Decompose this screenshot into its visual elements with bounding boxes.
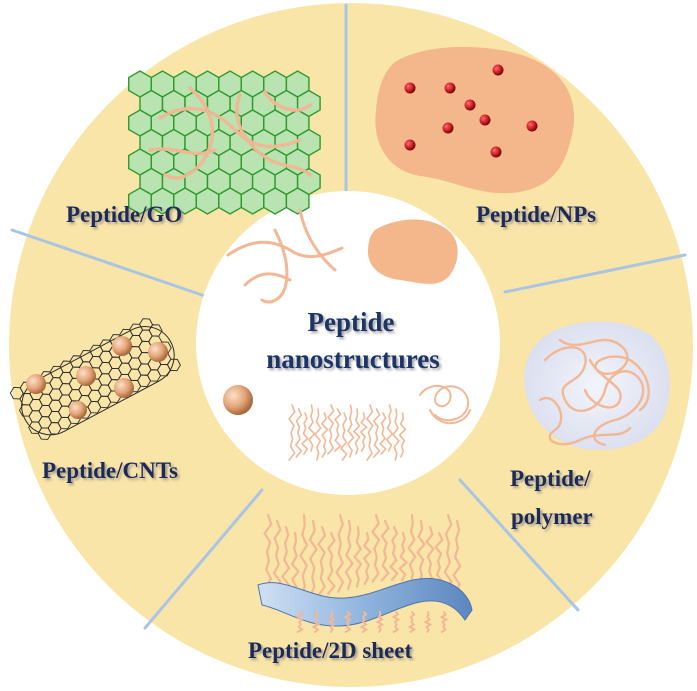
sheet-peptide-fiber	[311, 611, 321, 633]
nanoparticles-illustration	[375, 46, 575, 194]
sheet-peptide-fiber	[344, 519, 354, 591]
cnt-bead	[148, 342, 168, 362]
graphene-hex	[285, 187, 310, 215]
nanoparticle-dot	[464, 99, 476, 111]
sheet-peptide-fiber	[359, 611, 369, 633]
nanoparticle-dot	[490, 146, 502, 158]
sheet-peptide-fiber	[407, 611, 417, 633]
cnt-bead	[76, 366, 96, 386]
cnt-bead	[112, 336, 132, 356]
nanoparticle-dot	[404, 82, 416, 94]
sheet-peptide-fiber	[371, 513, 381, 583]
graphene-hex	[240, 187, 265, 215]
cnt-bead	[26, 374, 46, 394]
sheet-peptide-fiber	[452, 519, 462, 595]
nanoparticle-dot	[492, 64, 504, 76]
graphene-hex	[263, 187, 288, 215]
center-peptide-fiber	[398, 412, 407, 458]
nanoparticle-dot	[526, 120, 538, 132]
polymer-illustration	[524, 321, 670, 451]
center-peptide-fiber	[334, 408, 342, 452]
graphene-hex	[218, 187, 243, 215]
center-peptide-fiber	[365, 404, 374, 461]
2d-sheet-illustration	[257, 513, 473, 633]
graphene-sheet-illustration	[127, 70, 321, 215]
sheet-peptide-fiber	[362, 531, 373, 586]
sheet-peptide-fiber	[353, 525, 363, 588]
sheet-peptide-fiber	[281, 525, 291, 594]
sheet-peptide-fiber	[295, 611, 305, 633]
cnt-bead	[69, 401, 87, 419]
sheet-peptide-fiber	[327, 611, 337, 633]
sheet-peptide-fiber	[375, 611, 385, 633]
center-peptide-fiber	[300, 412, 309, 455]
sheet-peptide-fiber	[326, 531, 336, 595]
sheet-peptide-fiber	[308, 519, 318, 598]
sheet-peptide-fiber	[290, 531, 300, 596]
center-peptide-fiber	[313, 408, 322, 461]
sheet-peptide-fiber	[425, 525, 435, 587]
center-peptide-fiber	[288, 404, 296, 461]
center-peptide-fiber	[346, 404, 355, 458]
center-peptide-fiber	[392, 408, 400, 461]
center-peptide-fiber	[378, 412, 387, 455]
label-peptide-polymer-line1: Peptide/	[510, 466, 591, 491]
sheet-peptide-fiber	[443, 513, 453, 593]
sheet-peptide-fiber	[317, 525, 327, 597]
label-peptide-nps: Peptide/NPs	[476, 202, 596, 227]
sheet-peptide-fiber	[272, 519, 282, 592]
nanoparticle-dot	[479, 114, 491, 126]
sheet-peptide-fiber	[299, 513, 309, 597]
sheet-peptide-fiber	[439, 611, 449, 633]
sheet-peptide-fiber	[263, 513, 273, 590]
center-peptide-fiber	[372, 408, 381, 458]
center-peptide-fiber	[352, 408, 361, 455]
cnt-hex	[166, 358, 181, 372]
graphene-hex	[195, 187, 220, 215]
center-title-line2: nanostructures	[266, 344, 440, 374]
nanoparticle-dot	[444, 82, 456, 94]
center-peptide-fiber	[307, 404, 316, 452]
sheet-peptide-fiber	[389, 525, 399, 582]
center-circle	[196, 191, 500, 495]
label-peptide-polymer-line2: polymer	[511, 504, 593, 529]
segment-dividers	[10, 3, 687, 630]
sheet-peptide-fiber	[407, 513, 417, 583]
cnt-bead	[114, 378, 134, 398]
center-title-line1: Peptide	[308, 307, 395, 337]
cnt-illustration	[9, 318, 181, 440]
sheet-peptide-fiber	[335, 513, 345, 593]
sheet-peptide-fiber	[398, 531, 408, 582]
label-peptide-2d-sheet: Peptide/2D sheet	[248, 638, 413, 663]
center-peptide-fiber	[359, 412, 368, 452]
center-peptide-fiber	[326, 404, 335, 455]
sheet-peptide-fiber	[423, 611, 433, 633]
sheet-peptide-fiber	[416, 519, 426, 585]
label-peptide-cnts: Peptide/CNTs	[42, 458, 178, 483]
center-peptide-fiber	[294, 408, 303, 458]
sheet-peptide-fiber	[434, 531, 444, 590]
label-peptide-go: Peptide/GO	[66, 202, 182, 227]
center-peptide-fiber	[385, 404, 394, 452]
sheet-peptide-fiber	[343, 611, 352, 633]
nanoparticle-dot	[442, 122, 454, 134]
center-peptide-fiber	[320, 412, 329, 458]
center-peptide-fiber	[339, 412, 348, 461]
sheet-peptide-fiber	[380, 519, 390, 582]
sheet-peptide-fiber	[391, 611, 401, 633]
center-nanostructures	[223, 208, 471, 461]
nanoparticle-dot	[404, 139, 416, 151]
